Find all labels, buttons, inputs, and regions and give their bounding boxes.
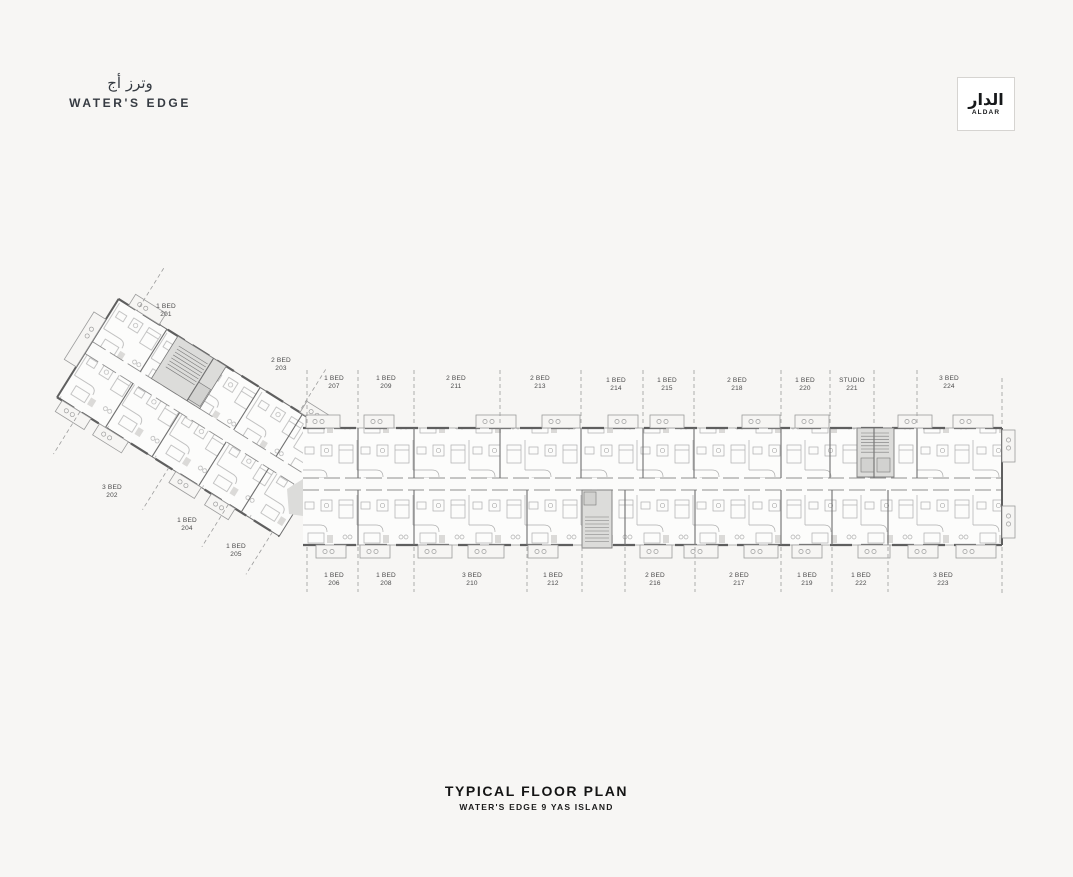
angled-wing <box>53 268 342 575</box>
junction-core <box>287 479 303 516</box>
aldar-logo-wordmark: ALDAR <box>971 109 1001 116</box>
central-stair-core <box>581 489 613 549</box>
corridor <box>303 478 1002 490</box>
main-wing <box>303 414 1016 559</box>
title-block: TYPICAL FLOOR PLAN WATER'S EDGE 9 YAS IS… <box>0 783 1073 812</box>
waters-edge-logo: وترز أج WATER'S EDGE <box>40 74 220 110</box>
waters-edge-logo-english: WATER'S EDGE <box>69 96 191 110</box>
page-subtitle: WATER'S EDGE 9 YAS ISLAND <box>459 802 614 812</box>
aldar-logo-arabic-glyph: الدار <box>968 90 1004 109</box>
unit-separator-dashes <box>306 370 1003 593</box>
wing-stair-core <box>150 335 227 410</box>
page-title: TYPICAL FLOOR PLAN <box>444 783 629 799</box>
waters-edge-logo-arabic: وترز أج <box>107 74 153 92</box>
aldar-logo: الدار ALDAR <box>957 77 1015 131</box>
